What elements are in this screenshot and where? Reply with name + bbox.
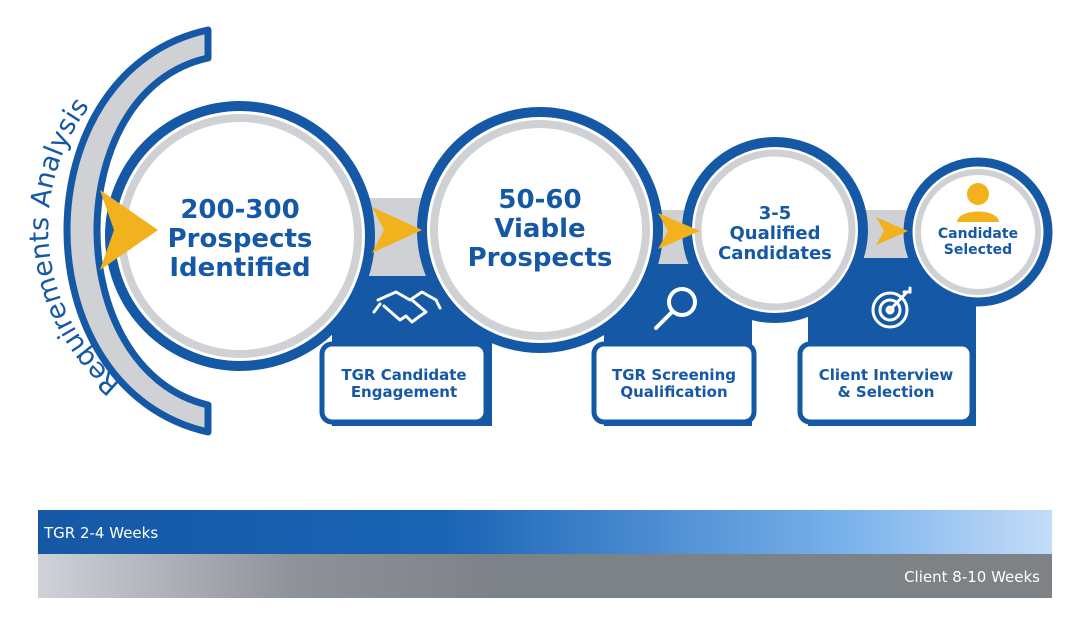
stage-circle-4 [903,157,1053,307]
activity-1-text: TGR Candidate Engagement [341,366,467,402]
arrow-icon [372,207,422,253]
activity-box-interview [797,341,975,425]
stage-3-text: 3-5 Qualified Candidates [718,203,832,265]
activity-box-engagement [319,341,489,425]
magnifier-icon [654,287,697,330]
arrow-icon [658,213,700,249]
activity-3-text: Client Interview & Selection [818,366,954,402]
process-diagram: Requirements Analysis [24,26,1053,436]
stage-2-text: 50-60 Viable Prospects [467,185,613,274]
tgr-timeline-label: TGR 2-4 Weeks [44,524,159,542]
tgr-timeline-bar: TGR 2-4 Weeks [38,510,1052,554]
stage-4-text: Candidate Selected [937,226,1019,258]
activity-2-text: TGR Screening Qualification [612,366,736,402]
arrow-icon [100,190,158,270]
person-icon [957,183,999,222]
client-timeline-label: Client 8-10 Weeks [904,568,1040,586]
activity-boxes [319,341,975,425]
handshake-icon [372,290,442,324]
client-timeline-bar: Client 8-10 Weeks [38,554,1052,598]
arrow-icon [876,217,908,245]
stage-1-text: 200-300 Prospects Identified [167,195,313,284]
target-icon [871,286,912,329]
stage-circle-1 [105,101,375,371]
flow-arrows [100,190,908,270]
activity-box-screening [591,341,757,425]
